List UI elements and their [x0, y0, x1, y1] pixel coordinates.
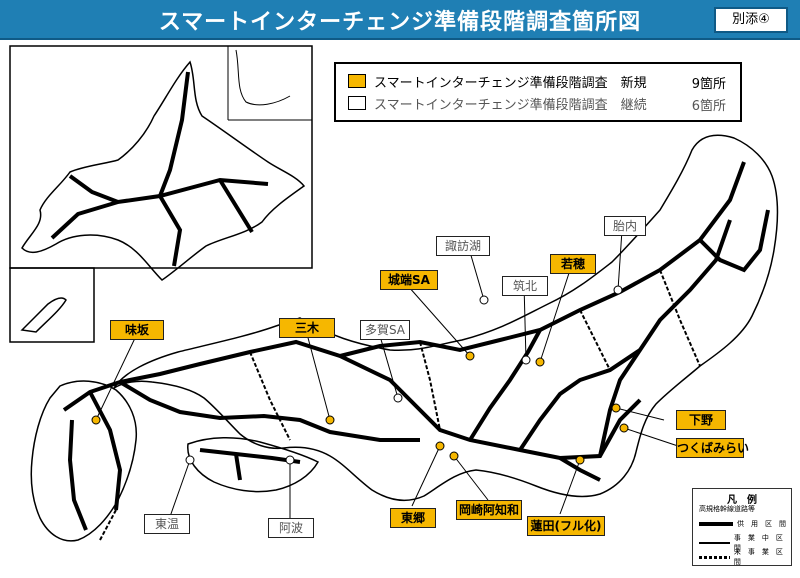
- legend-continue-count: 6箇所: [691, 99, 726, 114]
- hokkaido-inset-frame: [9, 45, 313, 269]
- map-key-line-thin: [699, 542, 730, 544]
- okinawa-outline: [20, 297, 67, 333]
- map-key-row-planned-label: 未 事 業 区 間: [733, 548, 790, 566]
- site-label-okazaki: 岡崎阿知和: [456, 500, 522, 520]
- site-label-tsukuba: つくばみらい: [676, 438, 749, 458]
- shikoku-outline: [187, 436, 320, 493]
- site-label-suwako: 諏訪湖: [436, 236, 490, 256]
- site-label-misumi: 三木: [279, 318, 335, 338]
- attachment-badge: 別添④: [714, 7, 788, 33]
- map-key-row-planned: 未 事 業 区 間: [699, 547, 791, 567]
- site-label-hasuda: 蓮田(フル化): [527, 516, 605, 536]
- title-bar: [0, 0, 800, 40]
- kyushu-outline: [30, 380, 138, 542]
- legend-continue-swatch: [348, 96, 366, 110]
- site-label-togo: 東郷: [390, 508, 436, 528]
- legend-new-label: スマートインターチェンジ準備段階調査 新規: [374, 75, 647, 91]
- hokkaido-outline: [21, 60, 306, 281]
- continue-site-markers: [185, 285, 623, 465]
- planned-roads: [99, 269, 701, 541]
- map-key-row-construction: 事 業 中 区 間: [699, 533, 791, 553]
- legend-new-count: 9箇所: [691, 77, 726, 92]
- main-roads: [62, 161, 770, 531]
- map-key: 凡 例 高規格幹線道路等 供 用 区 間 事 業 中 区 間 未 事 業 区 間: [692, 488, 792, 566]
- legend-new: スマートインターチェンジ準備段階調査 新規: [348, 72, 647, 91]
- map-key-title: 凡 例: [727, 495, 757, 506]
- sakhalin-outline: [235, 49, 291, 106]
- site-label-ajisaka: 味坂: [110, 320, 164, 340]
- map-key-row-open: 供 用 区 間: [699, 519, 786, 529]
- leader-lines: [95, 229, 679, 530]
- site-label-tainai: 胎内: [604, 216, 646, 236]
- legend: スマートインターチェンジ準備段階調査 新規 9箇所 スマートインターチェンジ準備…: [334, 62, 742, 122]
- legend-continue: スマートインターチェンジ準備段階調査 継続: [348, 94, 647, 113]
- site-label-chikuhoku: 筑北: [502, 276, 548, 296]
- honshu-outline: [113, 134, 779, 502]
- map-key-row-open-label: 供 用 区 間: [737, 520, 786, 528]
- new-site-markers: [91, 351, 629, 465]
- map-key-subtitle: 高規格幹線道路等: [699, 505, 755, 513]
- site-label-shimotsuke: 下野: [676, 410, 726, 430]
- legend-continue-label: スマートインターチェンジ準備段階調査 継続: [374, 97, 647, 113]
- site-label-taga: 多賀SA: [360, 320, 410, 340]
- site-label-awa: 阿波: [268, 518, 314, 538]
- site-label-toon: 東温: [144, 514, 190, 534]
- hokkaido-roads: [50, 71, 269, 267]
- site-label-wakaho: 若穂: [550, 254, 596, 274]
- legend-new-swatch: [348, 74, 366, 88]
- okinawa-inset-frame: [9, 267, 95, 343]
- page-title: スマートインターチェンジ準備段階調査箇所図: [158, 10, 642, 35]
- map-key-line-solid: [699, 522, 733, 526]
- map-key-line-dotted: [699, 555, 730, 559]
- map-key-row-construction-label: 事 業 中 区 間: [733, 534, 790, 552]
- site-label-shirobata: 城端SA: [380, 270, 438, 290]
